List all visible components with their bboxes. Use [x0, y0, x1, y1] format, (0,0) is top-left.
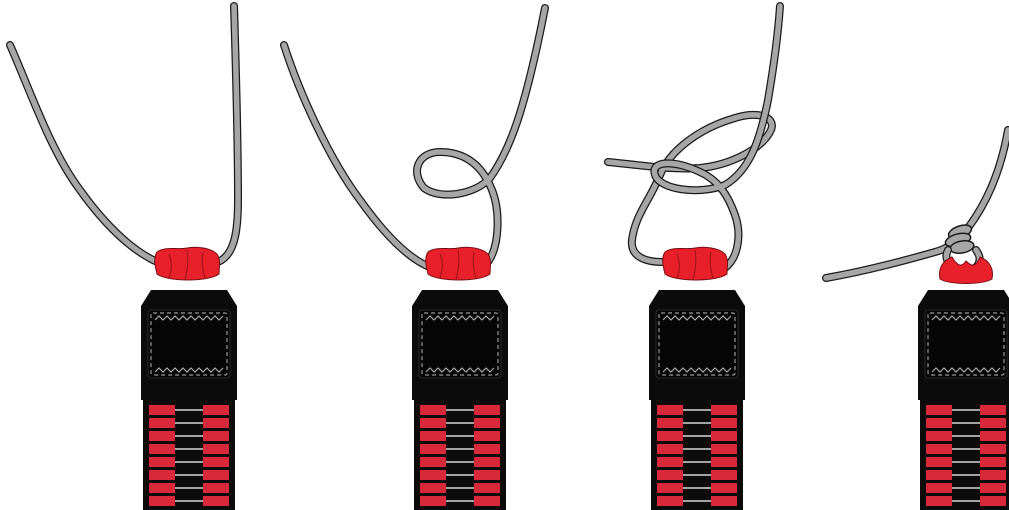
holder-3 — [649, 290, 745, 510]
holder-4 — [918, 290, 1009, 510]
step-4 — [826, 130, 1009, 510]
step-1 — [10, 6, 238, 510]
cap-1 — [155, 247, 220, 280]
step-2 — [284, 8, 545, 510]
cap-4 — [940, 257, 993, 284]
rope-step-3 — [608, 6, 780, 268]
holder-2 — [412, 290, 508, 510]
rope-step-2 — [284, 8, 545, 268]
step-3 — [608, 6, 780, 510]
cap-3 — [663, 247, 728, 280]
cap-2 — [426, 247, 491, 280]
rope-step-4 — [826, 130, 1008, 278]
holder-1 — [141, 290, 237, 510]
rope-step-1 — [10, 6, 238, 265]
